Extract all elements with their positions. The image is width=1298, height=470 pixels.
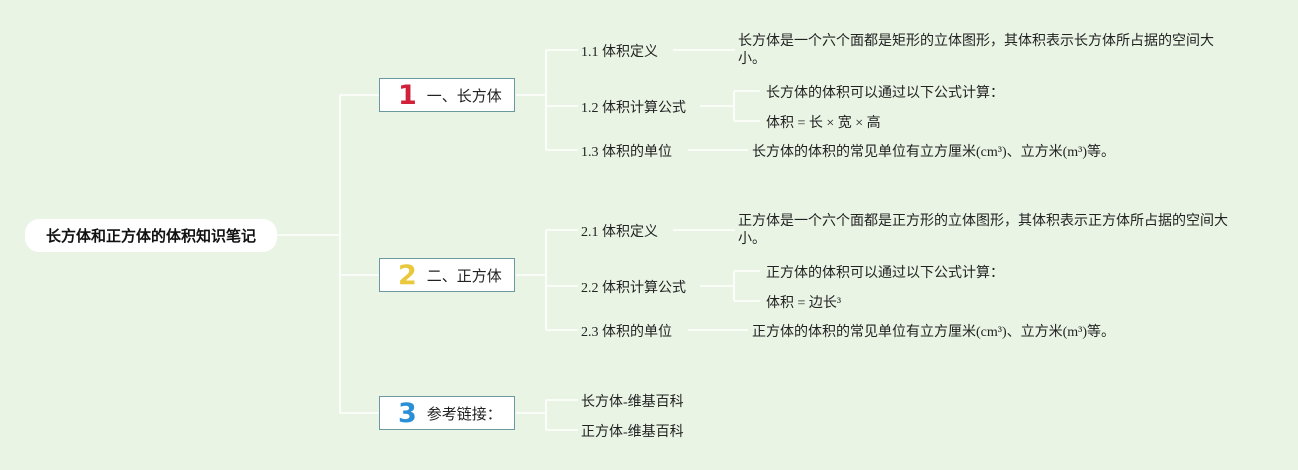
branch-cuboid[interactable]: 1 一、长方体 xyxy=(379,78,515,112)
detail-2-1[interactable]: 正方体是一个六个面都是正方形的立体图形，其体积表示正方体所占据的空间大小。 xyxy=(738,214,1228,247)
detail-2-3[interactable]: 正方体的体积的常见单位有立方厘米(cm³)、立方米(m³)等。 xyxy=(752,325,1116,340)
root-topic[interactable]: 长方体和正方体的体积知识笔记 xyxy=(25,219,277,252)
connector-branch-2 xyxy=(516,229,578,331)
connector-branch-1 xyxy=(516,49,578,151)
connector-1-2 xyxy=(700,90,760,122)
topic-2-2[interactable]: 2.2 体积计算公式 xyxy=(581,281,686,296)
connector-branch-3 xyxy=(516,399,578,431)
connector-2-2 xyxy=(700,270,760,302)
topic-1-3[interactable]: 1.3 体积的单位 xyxy=(581,145,672,160)
connector-root-trunk xyxy=(277,94,379,414)
detail-1-2-b[interactable]: 体积 = 长 × 宽 × 高 xyxy=(766,116,881,131)
detail-2-2-a[interactable]: 正方体的体积可以通过以下公式计算： xyxy=(766,266,1004,281)
topic-1-1[interactable]: 1.1 体积定义 xyxy=(581,45,658,60)
link-cube-wiki[interactable]: 正方体-维基百科 xyxy=(581,425,684,440)
detail-1-2-a[interactable]: 长方体的体积可以通过以下公式计算： xyxy=(766,86,1004,101)
detail-2-2-b[interactable]: 体积 = 边长³ xyxy=(766,296,842,311)
topic-2-1[interactable]: 2.1 体积定义 xyxy=(581,225,658,240)
number-3-icon: 3 xyxy=(398,397,417,429)
branch-title: 参考链接： xyxy=(426,404,502,423)
detail-1-3[interactable]: 长方体的体积的常见单位有立方厘米(cm³)、立方米(m³)等。 xyxy=(752,145,1116,160)
number-1-icon: 1 xyxy=(398,79,417,111)
detail-1-1[interactable]: 长方体是一个六个面都是矩形的立体图形，其体积表示长方体所占据的空间大小。 xyxy=(738,34,1214,67)
topic-1-2[interactable]: 1.2 体积计算公式 xyxy=(581,101,686,116)
branch-title: 一、长方体 xyxy=(426,86,502,105)
link-cuboid-wiki[interactable]: 长方体-维基百科 xyxy=(581,395,684,410)
branch-references[interactable]: 3 参考链接： xyxy=(379,396,515,430)
branch-cube[interactable]: 2 二、正方体 xyxy=(379,258,515,292)
number-2-icon: 2 xyxy=(398,259,417,291)
topic-2-3[interactable]: 2.3 体积的单位 xyxy=(581,325,672,340)
branch-title: 二、正方体 xyxy=(426,266,502,285)
